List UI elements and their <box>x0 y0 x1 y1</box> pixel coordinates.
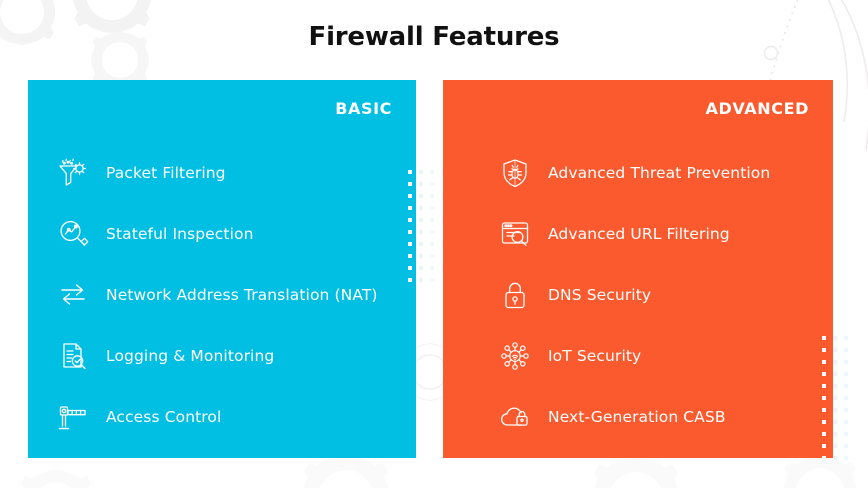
funnel-gear-icon <box>56 156 90 190</box>
feature-label: Access Control <box>106 407 222 426</box>
panel-advanced: ADVANCED Advanced Threat Prevention <box>443 80 833 458</box>
padlock-icon <box>498 278 532 312</box>
panel-advanced-feature-list: Advanced Threat Prevention Advanc <box>443 142 833 447</box>
feature-row-next-generation-casb[interactable]: Next-Generation CASB <box>443 386 833 447</box>
feature-label: Advanced URL Filtering <box>548 224 730 243</box>
feature-row-nat[interactable]: Network Address Translation (NAT) <box>28 264 416 325</box>
shield-bug-icon <box>498 156 532 190</box>
panel-advanced-header: ADVANCED <box>705 99 809 118</box>
panel-basic-header: BASIC <box>335 99 392 118</box>
feature-label: DNS Security <box>548 285 652 304</box>
feature-row-advanced-threat-prevention[interactable]: Advanced Threat Prevention <box>443 142 833 203</box>
browser-magnifier-icon <box>498 217 532 251</box>
feature-label: Next-Generation CASB <box>548 407 726 426</box>
feature-label: IoT Security <box>548 346 642 365</box>
cloud-lock-icon <box>498 400 532 434</box>
feature-label: Network Address Translation (NAT) <box>106 285 378 304</box>
feature-row-logging-monitoring[interactable]: Logging & Monitoring <box>28 325 416 386</box>
gear-cluster-bottom <box>19 454 857 488</box>
feature-row-packet-filtering[interactable]: Packet Filtering <box>28 142 416 203</box>
feature-row-access-control[interactable]: Access Control <box>28 386 416 447</box>
feature-label: Logging & Monitoring <box>106 346 275 365</box>
document-magnifier-icon <box>56 339 90 373</box>
two-way-arrows-icon <box>56 278 90 312</box>
feature-row-stateful-inspection[interactable]: Stateful Inspection <box>28 203 416 264</box>
barrier-gate-icon <box>56 400 90 434</box>
panel-basic-feature-list: Packet Filtering Stateful Inspection <box>28 142 416 447</box>
page-title: Firewall Features <box>308 22 560 52</box>
feature-row-iot-security[interactable]: IoT Security <box>443 325 833 386</box>
feature-label: Stateful Inspection <box>106 224 254 243</box>
feature-label: Advanced Threat Prevention <box>548 163 771 182</box>
iot-hub-wifi-icon <box>498 339 532 373</box>
feature-row-dns-security[interactable]: DNS Security <box>443 264 833 325</box>
feature-label: Packet Filtering <box>106 163 226 182</box>
panel-basic: BASIC Packet Filtering <box>28 80 416 458</box>
feature-row-advanced-url-filtering[interactable]: Advanced URL Filtering <box>443 203 833 264</box>
magnifier-chart-icon <box>56 217 90 251</box>
